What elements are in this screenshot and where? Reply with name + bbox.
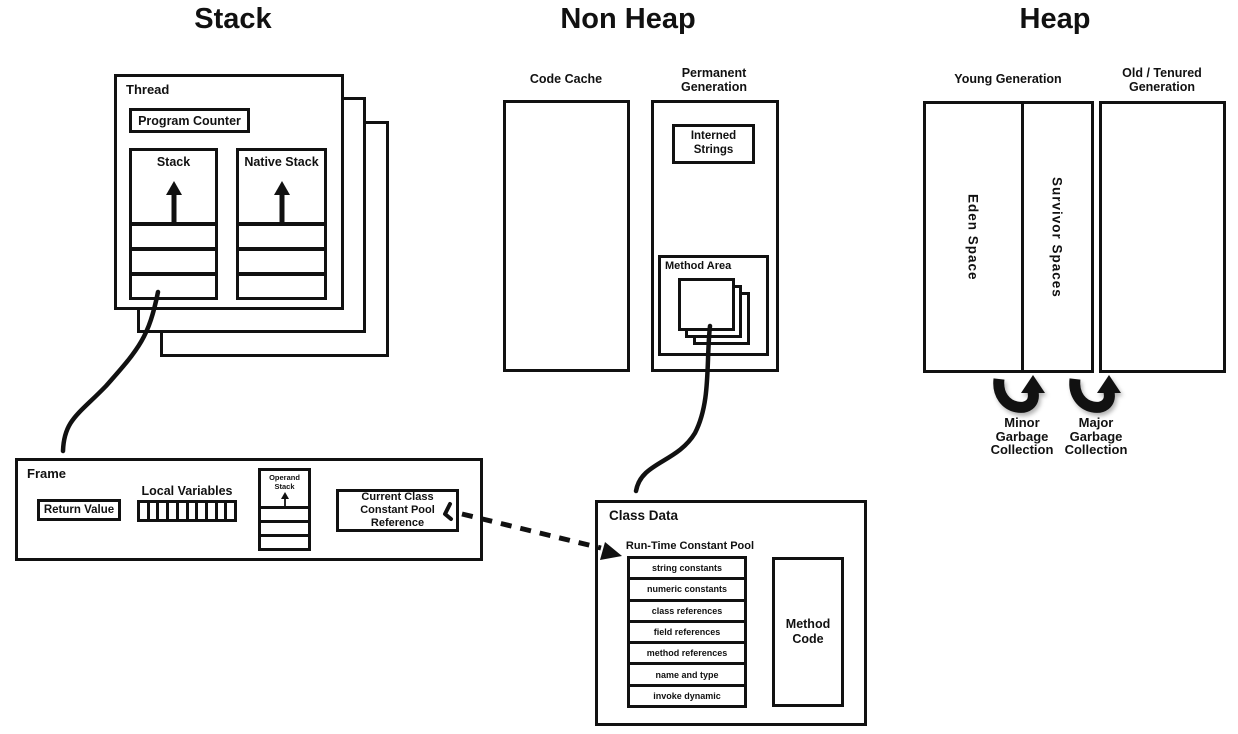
local-variable-cell bbox=[195, 503, 205, 519]
stack-section-title: Stack bbox=[194, 3, 272, 35]
native-stack-rows bbox=[239, 222, 324, 297]
gc-arrows bbox=[993, 375, 1121, 413]
stack-frames-rows bbox=[132, 222, 215, 297]
survivor-spaces-label: Survivor Spaces bbox=[1049, 176, 1065, 298]
young-generation-box bbox=[923, 101, 1094, 373]
old-tenured-generation-box bbox=[1099, 101, 1226, 373]
page-front bbox=[678, 278, 735, 331]
native-stack-box: Native Stack bbox=[236, 148, 327, 300]
runtime-constant-pool-title: Run-Time Constant Pool bbox=[625, 540, 755, 552]
permanent-generation-label: Permanent Generation bbox=[681, 66, 747, 94]
local-variable-cell bbox=[166, 503, 176, 519]
local-variable-cell bbox=[224, 503, 234, 519]
native-stack-label: Native Stack bbox=[244, 155, 319, 169]
native-stack-row bbox=[239, 272, 324, 297]
local-variable-cell bbox=[140, 503, 147, 519]
local-variable-cell bbox=[175, 503, 186, 519]
eden-space-label: Eden Space bbox=[965, 193, 981, 281]
operand-stack-row bbox=[261, 534, 308, 548]
code-cache-label: Code Cache bbox=[529, 72, 603, 86]
runtime-constant-pool-rows: string constants numeric constants class… bbox=[627, 556, 747, 708]
native-stack-row bbox=[239, 247, 324, 272]
thread-box: Thread Program Counter Stack Native Stac… bbox=[114, 74, 344, 310]
method-code-box: Method Code bbox=[772, 557, 844, 707]
native-stack-row bbox=[239, 222, 324, 247]
class-data-label: Class Data bbox=[609, 508, 679, 523]
method-area-label: Method Area bbox=[665, 260, 732, 272]
local-variable-cell bbox=[156, 503, 166, 519]
local-variables-label: Local Variables bbox=[141, 484, 233, 498]
stack-frame-row bbox=[132, 247, 215, 272]
operand-stack-box: Operand Stack bbox=[258, 468, 311, 551]
minor-gc-arrowhead-icon bbox=[1021, 375, 1045, 393]
major-gc-arrow-icon bbox=[1069, 378, 1115, 413]
class-data-box: Class Data Run-Time Constant Pool string… bbox=[595, 500, 867, 726]
old-tenured-generation-label: Old / Tenured Generation bbox=[1122, 66, 1202, 94]
stack-frame-row bbox=[132, 272, 215, 297]
young-generation-label: Young Generation bbox=[954, 72, 1062, 86]
operand-stack-row bbox=[261, 506, 308, 520]
local-variable-cell bbox=[146, 503, 157, 519]
operand-stack-rows bbox=[261, 506, 308, 548]
major-gc-arrowhead-icon bbox=[1097, 375, 1121, 393]
frame-box: Frame Return Value Local Variables Opera… bbox=[15, 458, 483, 561]
thread-label: Thread bbox=[126, 82, 170, 97]
local-variable-cell bbox=[204, 503, 215, 519]
thread-stack-label: Stack bbox=[156, 155, 191, 169]
minor-gc-arrow-icon bbox=[993, 378, 1039, 413]
operand-stack-row bbox=[261, 520, 308, 534]
thread-stack-box: Stack bbox=[129, 148, 218, 300]
heap-section-title: Heap bbox=[1019, 3, 1091, 35]
non-heap-section-title: Non Heap bbox=[560, 3, 696, 35]
return-value-box: Return Value bbox=[37, 499, 121, 521]
frame-label: Frame bbox=[27, 466, 67, 481]
operand-stack-label: Operand Stack bbox=[269, 473, 300, 491]
stack-frame-row bbox=[132, 222, 215, 247]
eden-survivor-divider bbox=[1021, 104, 1024, 370]
code-cache-box bbox=[503, 100, 630, 372]
current-class-constant-pool-reference-box: Current Class Constant Pool Reference bbox=[336, 489, 459, 532]
local-variables-strip bbox=[137, 500, 237, 522]
minor-gc-label: Minor Garbage Collection bbox=[990, 415, 1054, 458]
local-variable-cell bbox=[185, 503, 196, 519]
interned-strings-box: Interned Strings bbox=[672, 124, 755, 164]
program-counter-box: Program Counter bbox=[129, 108, 250, 133]
major-gc-label: Major Garbage Collection bbox=[1064, 415, 1128, 458]
pool-row: invoke dynamic bbox=[627, 683, 747, 708]
local-variable-cell bbox=[214, 503, 225, 519]
